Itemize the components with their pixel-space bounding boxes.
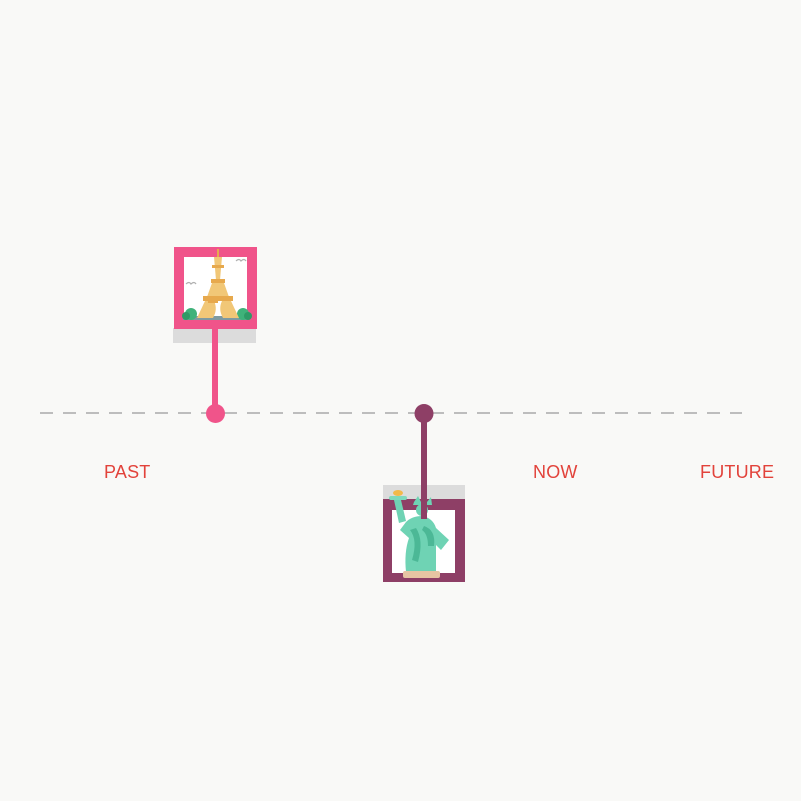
event-stem	[212, 326, 218, 414]
eiffel-tower-icon	[182, 249, 252, 320]
event-node	[414, 404, 434, 423]
event-stem-inner	[421, 499, 427, 519]
event-stem	[421, 414, 427, 499]
label-future: FUTURE	[700, 462, 775, 482]
event-statue-of-liberty	[383, 404, 465, 582]
label-past: PAST	[104, 462, 151, 482]
label-now: NOW	[533, 462, 578, 482]
event-node	[206, 404, 225, 423]
event-eiffel-tower	[173, 247, 257, 423]
